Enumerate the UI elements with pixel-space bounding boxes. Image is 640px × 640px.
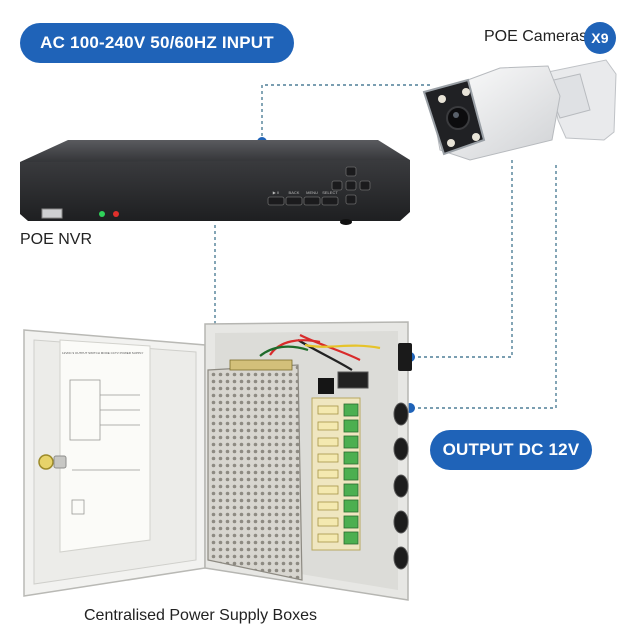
output-fuses <box>317 405 339 543</box>
nvr-label: POE NVR <box>20 231 93 248</box>
nvr-button-menu <box>303 196 321 206</box>
ac-inlet-icon <box>398 343 412 371</box>
camera-label: POE Cameras <box>484 28 588 45</box>
camera-ir-led-icon <box>462 88 470 96</box>
connection-lines <box>214 84 557 409</box>
door-lock-icon <box>38 454 54 470</box>
camera-ir-led-icon <box>447 139 455 147</box>
nvr-button-back <box>285 196 303 206</box>
psu-label: Centralised Power Supply Boxes <box>84 607 318 624</box>
input-voltage-badge: AC 100-240V 50/60HZ INPUT <box>20 23 294 63</box>
camera-count-badge: X9 <box>584 22 616 54</box>
camera-count: X9 <box>591 30 609 46</box>
output-voltage-label: OUTPUT DC 12V <box>442 440 580 459</box>
door-sheet-title: 12VDC 9 OUTPUT SWITCH MODE CCTV POWER SU… <box>62 351 143 355</box>
nvr-button-label: BACK <box>289 190 300 195</box>
output-voltage-badge: OUTPUT DC 12V <box>430 430 592 470</box>
poe-camera <box>422 59 617 161</box>
nvr-button-label: MENU <box>306 190 318 195</box>
nvr-button-label: ▶ II <box>273 190 279 195</box>
camera-ir-led-icon <box>472 133 480 141</box>
connector-camera-to-psu-output <box>410 165 557 409</box>
nvr-dpad-icon <box>331 166 371 205</box>
connector-input-to-camera <box>261 84 430 142</box>
psu-terminal-strip <box>229 359 293 371</box>
nvr-button-label: SELECT <box>322 190 338 195</box>
door-wiring-sheet <box>59 339 151 553</box>
nvr-top-face <box>20 140 410 166</box>
nvr-foot <box>340 219 352 225</box>
power-supply-box: 12VDC 9 OUTPUT SWITCH MODE CCTV POWER SU… <box>23 321 412 601</box>
nvr-front-face <box>20 160 410 221</box>
led-green-icon <box>99 211 105 217</box>
camera-ir-led-icon <box>438 95 446 103</box>
usb-port-icon <box>41 208 63 219</box>
connector-camera-to-psu-power <box>410 160 513 358</box>
nvr-device: ▶ II BACK MENU SELECT <box>20 140 410 225</box>
nvr-button-play <box>267 196 285 206</box>
led-red-icon <box>113 211 119 217</box>
camera-lens-icon <box>446 106 470 130</box>
fuse-block <box>337 371 369 389</box>
output-terminal-blocks <box>343 403 359 545</box>
psu-wiring <box>259 334 381 371</box>
input-voltage-label: AC 100-240V 50/60HZ INPUT <box>40 33 274 52</box>
power-switch-icon <box>318 378 334 394</box>
cable-gland-icon <box>393 402 409 570</box>
nvr-button-select <box>321 196 339 206</box>
psu-module <box>207 364 303 581</box>
